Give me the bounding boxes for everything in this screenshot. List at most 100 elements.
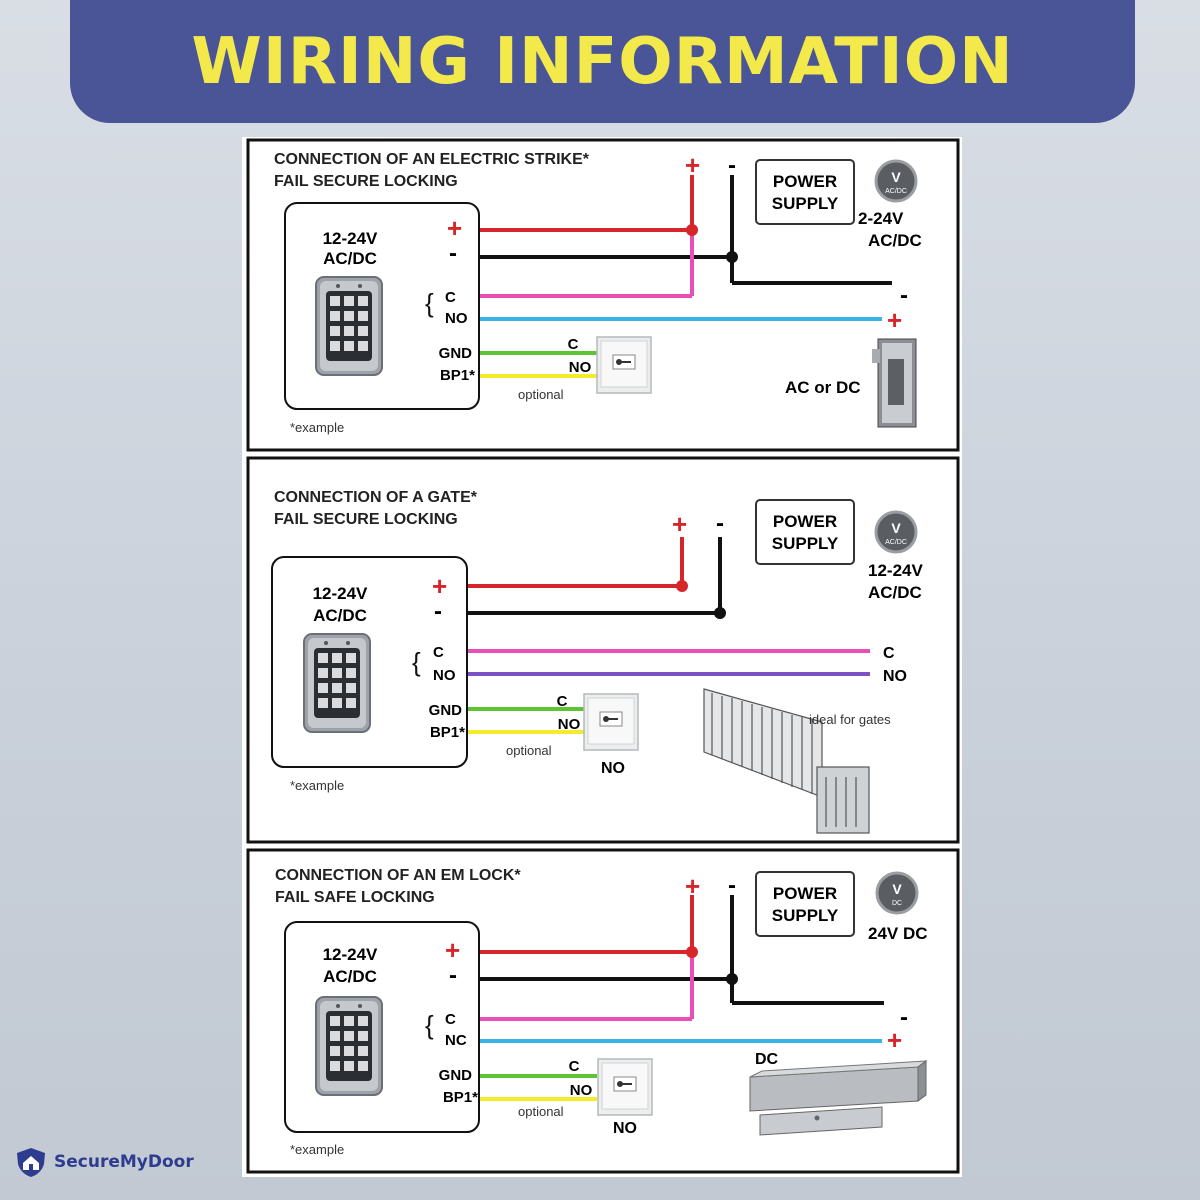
keypad-image	[303, 633, 371, 733]
panel-1-title-line1: CONNECTION OF AN ELECTRIC STRIKE*	[274, 151, 590, 168]
button-c: C	[568, 336, 579, 353]
svg-text:{: {	[425, 1010, 434, 1040]
page-title: WIRING INFORMATION	[191, 24, 1014, 99]
badge-v: V	[891, 169, 901, 185]
keypad-image	[315, 996, 383, 1096]
badge-sub: DC	[892, 900, 902, 907]
terminal-plus: +	[445, 935, 460, 965]
panel-electric-strike: CONNECTION OF AN ELECTRIC STRIKE* FAIL S…	[246, 138, 960, 452]
terminal-gnd: GND	[439, 345, 473, 362]
terminal-c: C	[445, 1011, 456, 1028]
ps-type: AC/DC	[868, 583, 922, 602]
svg-text:{: {	[425, 288, 434, 318]
wires	[480, 895, 884, 1101]
terminal-bp1: BP1*	[443, 1089, 478, 1106]
terminal-c: C	[433, 644, 444, 661]
controller-type: AC/DC	[323, 967, 377, 986]
gate-c: C	[883, 645, 895, 662]
optional-label: optional	[518, 387, 564, 402]
terminal-bp1: BP1*	[440, 367, 475, 384]
button-no-below: NO	[601, 760, 625, 777]
panel-em-lock: CONNECTION OF AN EM LOCK* FAIL SAFE LOCK…	[246, 848, 960, 1174]
badge-sub: AC/DC	[885, 188, 907, 195]
ps-voltage: 2-24V	[858, 209, 904, 228]
terminal-minus: -	[449, 240, 457, 267]
power-supply-label-2: SUPPLY	[772, 906, 839, 925]
lock-plus: +	[887, 1025, 902, 1055]
terminal-plus: +	[432, 571, 447, 601]
panel-3-title-line1: CONNECTION OF AN EM LOCK*	[275, 867, 521, 884]
wiring-sheet: CONNECTION OF AN ELECTRIC STRIKE* FAIL S…	[242, 137, 962, 1177]
ps-minus: -	[728, 152, 736, 179]
controller-voltage: 12-24V	[313, 584, 368, 603]
em-lock-label: DC	[755, 1051, 779, 1068]
power-supply-label-1: POWER	[773, 884, 837, 903]
wires	[480, 175, 892, 378]
ps-plus: +	[672, 509, 687, 539]
brand-name: SecureMyDoor	[54, 1152, 194, 1172]
panel-2-title-line2: FAIL SECURE LOCKING	[274, 511, 458, 528]
controller-voltage: 12-24V	[323, 945, 378, 964]
em-lock-image	[749, 1060, 928, 1136]
gate-label: ideal for gates	[809, 712, 891, 727]
panel-3-title-line2: FAIL SAFE LOCKING	[275, 889, 435, 906]
controller-type: AC/DC	[323, 249, 377, 268]
strike-label: AC or DC	[785, 378, 861, 397]
exit-button-image	[583, 693, 639, 751]
optional-label: optional	[518, 1104, 564, 1119]
panel-2-title-line1: CONNECTION OF A GATE*	[274, 489, 478, 506]
ps-voltage: 12-24V	[868, 561, 923, 580]
terminal-minus: -	[434, 598, 442, 625]
badge-v: V	[892, 881, 902, 897]
gate-no: NO	[883, 668, 907, 685]
badge-v: V	[891, 520, 901, 536]
terminal-gnd: GND	[439, 1067, 473, 1084]
exit-button-image	[597, 1058, 653, 1116]
ps-minus: -	[716, 510, 724, 537]
exit-button-image	[596, 336, 652, 394]
ps-plus: +	[685, 871, 700, 901]
power-supply-box	[755, 871, 855, 937]
terminal-nc: NC	[445, 1032, 467, 1049]
header-banner: WIRING INFORMATION	[70, 0, 1135, 123]
button-no: NO	[570, 1082, 593, 1099]
terminal-c: C	[445, 289, 456, 306]
panel-1-title-line2: FAIL SECURE LOCKING	[274, 173, 458, 190]
power-supply-label-2: SUPPLY	[772, 194, 839, 213]
button-c: C	[557, 693, 568, 710]
button-c: C	[569, 1058, 580, 1075]
shield-home-icon	[17, 1148, 45, 1177]
svg-text:{: {	[412, 647, 421, 677]
strike-plus: +	[887, 305, 902, 335]
gate-image	[703, 688, 870, 834]
terminal-no: NO	[445, 310, 468, 327]
power-supply-label-1: POWER	[773, 172, 837, 191]
power-supply-box	[755, 159, 855, 225]
terminal-minus: -	[449, 962, 457, 989]
controller-voltage: 12-24V	[323, 229, 378, 248]
panel-gate: CONNECTION OF A GATE* FAIL SECURE LOCKIN…	[246, 456, 960, 844]
badge-sub: AC/DC	[885, 539, 907, 546]
button-no-below: NO	[613, 1120, 637, 1137]
ps-plus: +	[685, 150, 700, 180]
terminal-plus: +	[447, 213, 462, 243]
example-note: *example	[290, 778, 344, 793]
terminal-no: NO	[433, 667, 456, 684]
brand-logo: SecureMyDoor	[14, 1146, 194, 1178]
terminal-gnd: GND	[429, 702, 463, 719]
wires	[468, 537, 870, 734]
power-supply-label-2: SUPPLY	[772, 534, 839, 553]
button-no: NO	[569, 359, 592, 376]
power-supply-box	[755, 499, 855, 565]
example-note: *example	[290, 420, 344, 435]
example-note: *example	[290, 1142, 344, 1157]
controller-type: AC/DC	[313, 606, 367, 625]
electric-strike-image	[872, 338, 917, 428]
strike-minus: -	[900, 282, 908, 309]
terminal-bp1: BP1*	[430, 724, 465, 741]
optional-label: optional	[506, 743, 552, 758]
ps-minus: -	[728, 872, 736, 899]
lock-minus: -	[900, 1004, 908, 1031]
keypad-image	[315, 276, 383, 376]
ps-type: AC/DC	[868, 231, 922, 250]
